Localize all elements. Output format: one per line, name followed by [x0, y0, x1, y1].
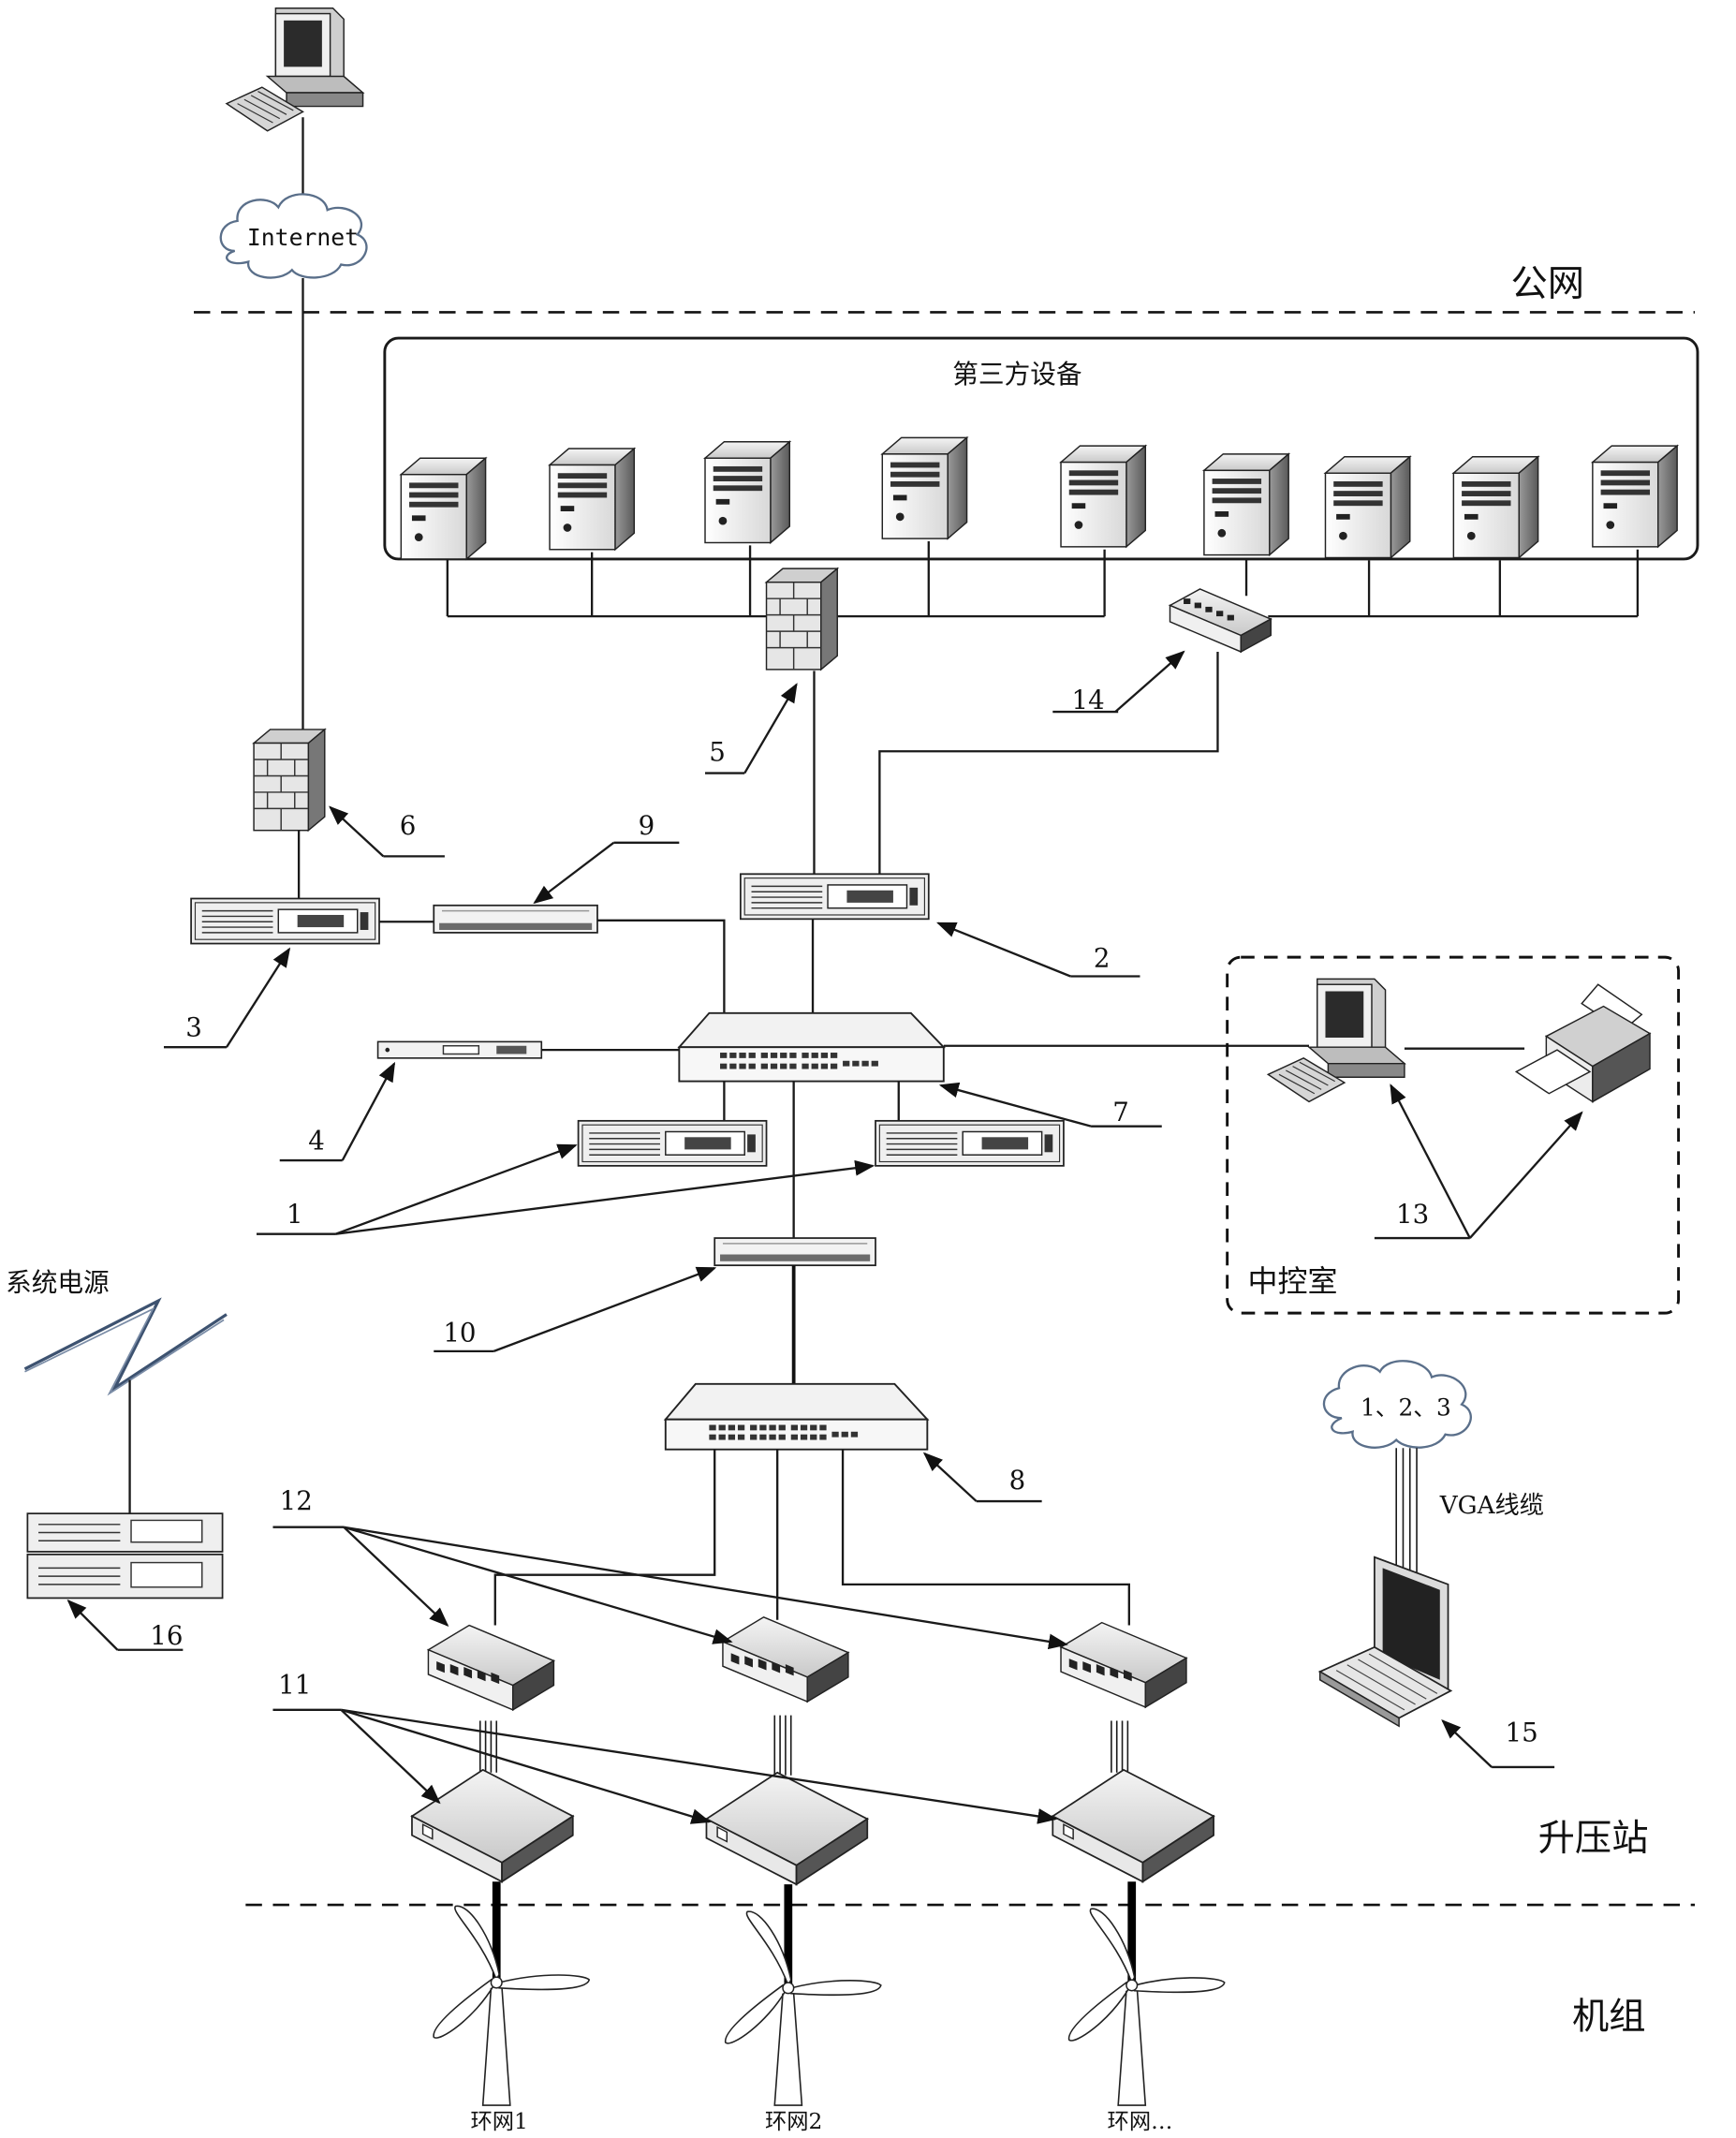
laptop-icon	[1317, 1556, 1453, 1728]
zone-label-booster-station: 升压站	[1538, 1818, 1649, 1860]
isolator-9-icon	[433, 904, 598, 934]
fiber-links-ring2	[773, 1715, 792, 1776]
third-party-server-7-icon	[1324, 456, 1411, 559]
converter-11b-icon	[705, 1771, 869, 1886]
vga-cable-label: VGA线缆	[1439, 1492, 1544, 1520]
ring-more-label: 环网…	[1108, 2109, 1173, 2134]
core-switch-7-icon	[677, 1011, 947, 1083]
third-party-server-4-icon	[881, 436, 968, 539]
callout-13: 13	[1396, 1199, 1429, 1230]
converter-11a-icon	[411, 1769, 574, 1883]
vga-cable	[1395, 1448, 1418, 1585]
small-switch-12a-icon	[427, 1624, 555, 1711]
callout-12: 12	[280, 1485, 313, 1516]
callout-6: 6	[400, 810, 417, 841]
rack-server-1b-icon	[875, 1119, 1065, 1167]
switch-8-icon	[663, 1382, 930, 1451]
wind-turbine-1-icon	[433, 1905, 591, 2106]
remote-cloud-label: 1、2、3	[1361, 1393, 1451, 1421]
callout-7: 7	[1112, 1097, 1129, 1128]
small-switch-12c-icon	[1060, 1621, 1187, 1708]
control-room-pc-icon	[1267, 978, 1405, 1103]
wind-turbine-3-icon	[1067, 1908, 1226, 2106]
internet-pc-icon	[226, 7, 364, 132]
remote-cloud-icon	[1322, 1360, 1472, 1449]
third-party-server-2-icon	[549, 448, 636, 551]
power-system-label: 系统电源	[6, 1267, 110, 1298]
third-party-enclosure	[383, 336, 1699, 561]
small-switch-12b-icon	[722, 1616, 849, 1703]
callout-15: 15	[1506, 1717, 1538, 1747]
callout-16: 16	[150, 1620, 183, 1651]
firewall-5-icon	[765, 568, 838, 671]
callout-9: 9	[639, 810, 655, 841]
zone-label-public-net: 公网	[1511, 263, 1585, 305]
ups-16-icon	[26, 1512, 224, 1600]
callout-5: 5	[709, 736, 726, 767]
internet-label: Internet	[247, 224, 359, 251]
wind-turbine-2-icon	[725, 1910, 882, 2106]
control-room-box	[1226, 955, 1681, 1315]
switch-14-icon	[1168, 588, 1273, 654]
third-party-label: 第三方设备	[952, 359, 1081, 390]
third-party-server-9-icon	[1592, 445, 1678, 548]
control-room-label: 中控室	[1247, 1263, 1337, 1299]
callout-11: 11	[278, 1669, 311, 1700]
callout-3: 3	[185, 1012, 202, 1043]
fiber-links-ring1	[478, 1720, 498, 1773]
ring-2-label: 环网2	[765, 2109, 822, 2134]
rack-server-3-icon	[190, 897, 380, 945]
internet-cloud-icon	[219, 193, 368, 279]
callout-14: 14	[1072, 685, 1105, 715]
printer-icon	[1514, 983, 1652, 1103]
isolator-10-icon	[714, 1237, 876, 1267]
callout-1: 1	[287, 1199, 303, 1230]
rack-server-1a-icon	[577, 1119, 768, 1167]
lightning-icon	[23, 1297, 228, 1396]
rack-server-2-icon	[739, 873, 930, 921]
callout-2: 2	[1094, 942, 1111, 973]
callout-8: 8	[1009, 1465, 1026, 1496]
third-party-server-1-icon	[400, 457, 487, 560]
third-party-server-5-icon	[1060, 445, 1147, 548]
rack-device-4-icon	[376, 1040, 543, 1059]
zone-label-unit: 机组	[1572, 1997, 1646, 2039]
third-party-server-3-icon	[704, 441, 791, 544]
third-party-server-6-icon	[1203, 453, 1289, 556]
callout-10: 10	[443, 1318, 476, 1349]
third-party-server-8-icon	[1452, 456, 1539, 559]
firewall-6-icon	[253, 729, 326, 832]
converter-11c-icon	[1052, 1769, 1214, 1883]
callout-4: 4	[308, 1125, 325, 1156]
fiber-links-ring3	[1111, 1720, 1129, 1773]
third-party-bus-right	[1244, 549, 1640, 618]
ring-1-label: 环网1	[470, 2109, 527, 2134]
